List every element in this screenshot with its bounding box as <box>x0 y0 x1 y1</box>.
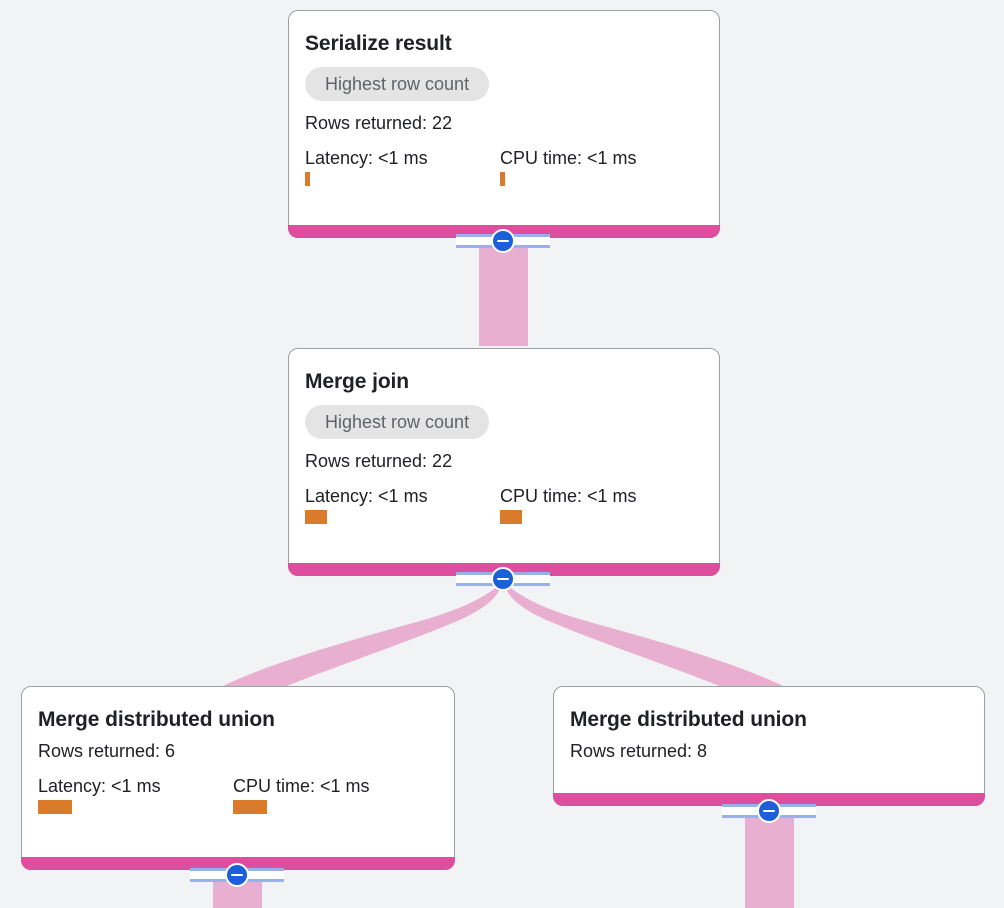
metrics-row: Latency: <1 ms CPU time: <1 ms <box>305 485 703 524</box>
toggle-rail-right <box>246 868 284 882</box>
toggle-rail-right <box>512 572 550 586</box>
toggle-rail-right <box>778 804 816 818</box>
metrics-row: Latency: <1 ms CPU time: <1 ms <box>38 775 438 814</box>
node-body: Merge distributed union Rows returned: 8 <box>554 687 984 772</box>
rows-returned: Rows returned: 8 <box>570 741 708 761</box>
edge-right-union-to-merge-join <box>503 582 791 690</box>
metric-latency-bar <box>38 800 72 814</box>
metric-cpu-time-bar <box>233 800 267 814</box>
metric-latency: Latency: <1 ms <box>38 775 233 814</box>
minus-icon[interactable] <box>491 567 515 591</box>
collapse-toggle-merge-distributed-union-left[interactable] <box>189 862 285 888</box>
metric-latency: Latency: <1 ms <box>305 147 500 186</box>
metric-cpu-time-label: CPU time: <1 ms <box>500 486 637 506</box>
metric-cpu-time-label: CPU time: <1 ms <box>500 148 637 168</box>
status-badge: Highest row count <box>305 405 490 439</box>
metric-latency-bar <box>305 172 310 186</box>
metric-latency-bar <box>305 510 327 524</box>
toggle-rail-left <box>190 868 228 882</box>
metric-cpu-time-label: CPU time: <1 ms <box>233 776 370 796</box>
status-badge: Highest row count <box>305 67 490 101</box>
metric-cpu-time-bar <box>500 510 522 524</box>
node-title: Merge distributed union <box>570 708 807 731</box>
node-title: Merge distributed union <box>38 708 275 731</box>
minus-glyph <box>763 809 775 813</box>
metric-latency: Latency: <1 ms <box>305 485 500 524</box>
metric-latency-label: Latency: <1 ms <box>305 148 428 168</box>
rows-returned: Rows returned: 6 <box>38 741 176 761</box>
minus-glyph <box>231 873 243 877</box>
toggle-rail-left <box>456 572 494 586</box>
minus-icon[interactable] <box>491 229 515 253</box>
collapse-toggle-merge-distributed-union-right[interactable] <box>721 798 817 824</box>
edge-below-right-union <box>745 806 794 908</box>
metric-latency-label: Latency: <1 ms <box>38 776 161 796</box>
minus-icon[interactable] <box>225 863 249 887</box>
edge-merge-join-to-serialize-result <box>479 237 528 346</box>
edge-left-union-to-merge-join <box>215 582 503 690</box>
node-serialize-result[interactable]: Serialize result Highest row count Rows … <box>288 10 720 238</box>
minus-glyph <box>497 239 509 243</box>
metric-cpu-time-bar <box>500 172 505 186</box>
node-body: Merge join Highest row count Rows return… <box>289 349 719 534</box>
rows-returned: Rows returned: 22 <box>305 113 453 133</box>
node-merge-distributed-union-right[interactable]: Merge distributed union Rows returned: 8 <box>553 686 985 806</box>
collapse-toggle-merge-join[interactable] <box>455 566 551 592</box>
node-title: Serialize result <box>305 32 452 55</box>
node-merge-distributed-union-left[interactable]: Merge distributed union Rows returned: 6… <box>21 686 455 870</box>
node-merge-join[interactable]: Merge join Highest row count Rows return… <box>288 348 720 576</box>
node-body: Merge distributed union Rows returned: 6… <box>22 687 454 824</box>
node-body: Serialize result Highest row count Rows … <box>289 11 719 196</box>
node-title: Merge join <box>305 370 410 393</box>
toggle-rail-left <box>722 804 760 818</box>
toggle-rail-left <box>456 234 494 248</box>
toggle-rail-right <box>512 234 550 248</box>
minus-glyph <box>497 577 509 581</box>
metric-cpu-time: CPU time: <1 ms <box>233 775 370 814</box>
rows-returned: Rows returned: 22 <box>305 451 453 471</box>
metric-latency-label: Latency: <1 ms <box>305 486 428 506</box>
metrics-row: Latency: <1 ms CPU time: <1 ms <box>305 147 703 186</box>
minus-icon[interactable] <box>757 799 781 823</box>
edge-below-left-union <box>213 874 262 908</box>
metric-cpu-time: CPU time: <1 ms <box>500 147 637 186</box>
collapse-toggle-serialize-result[interactable] <box>455 228 551 254</box>
metric-cpu-time: CPU time: <1 ms <box>500 485 637 524</box>
